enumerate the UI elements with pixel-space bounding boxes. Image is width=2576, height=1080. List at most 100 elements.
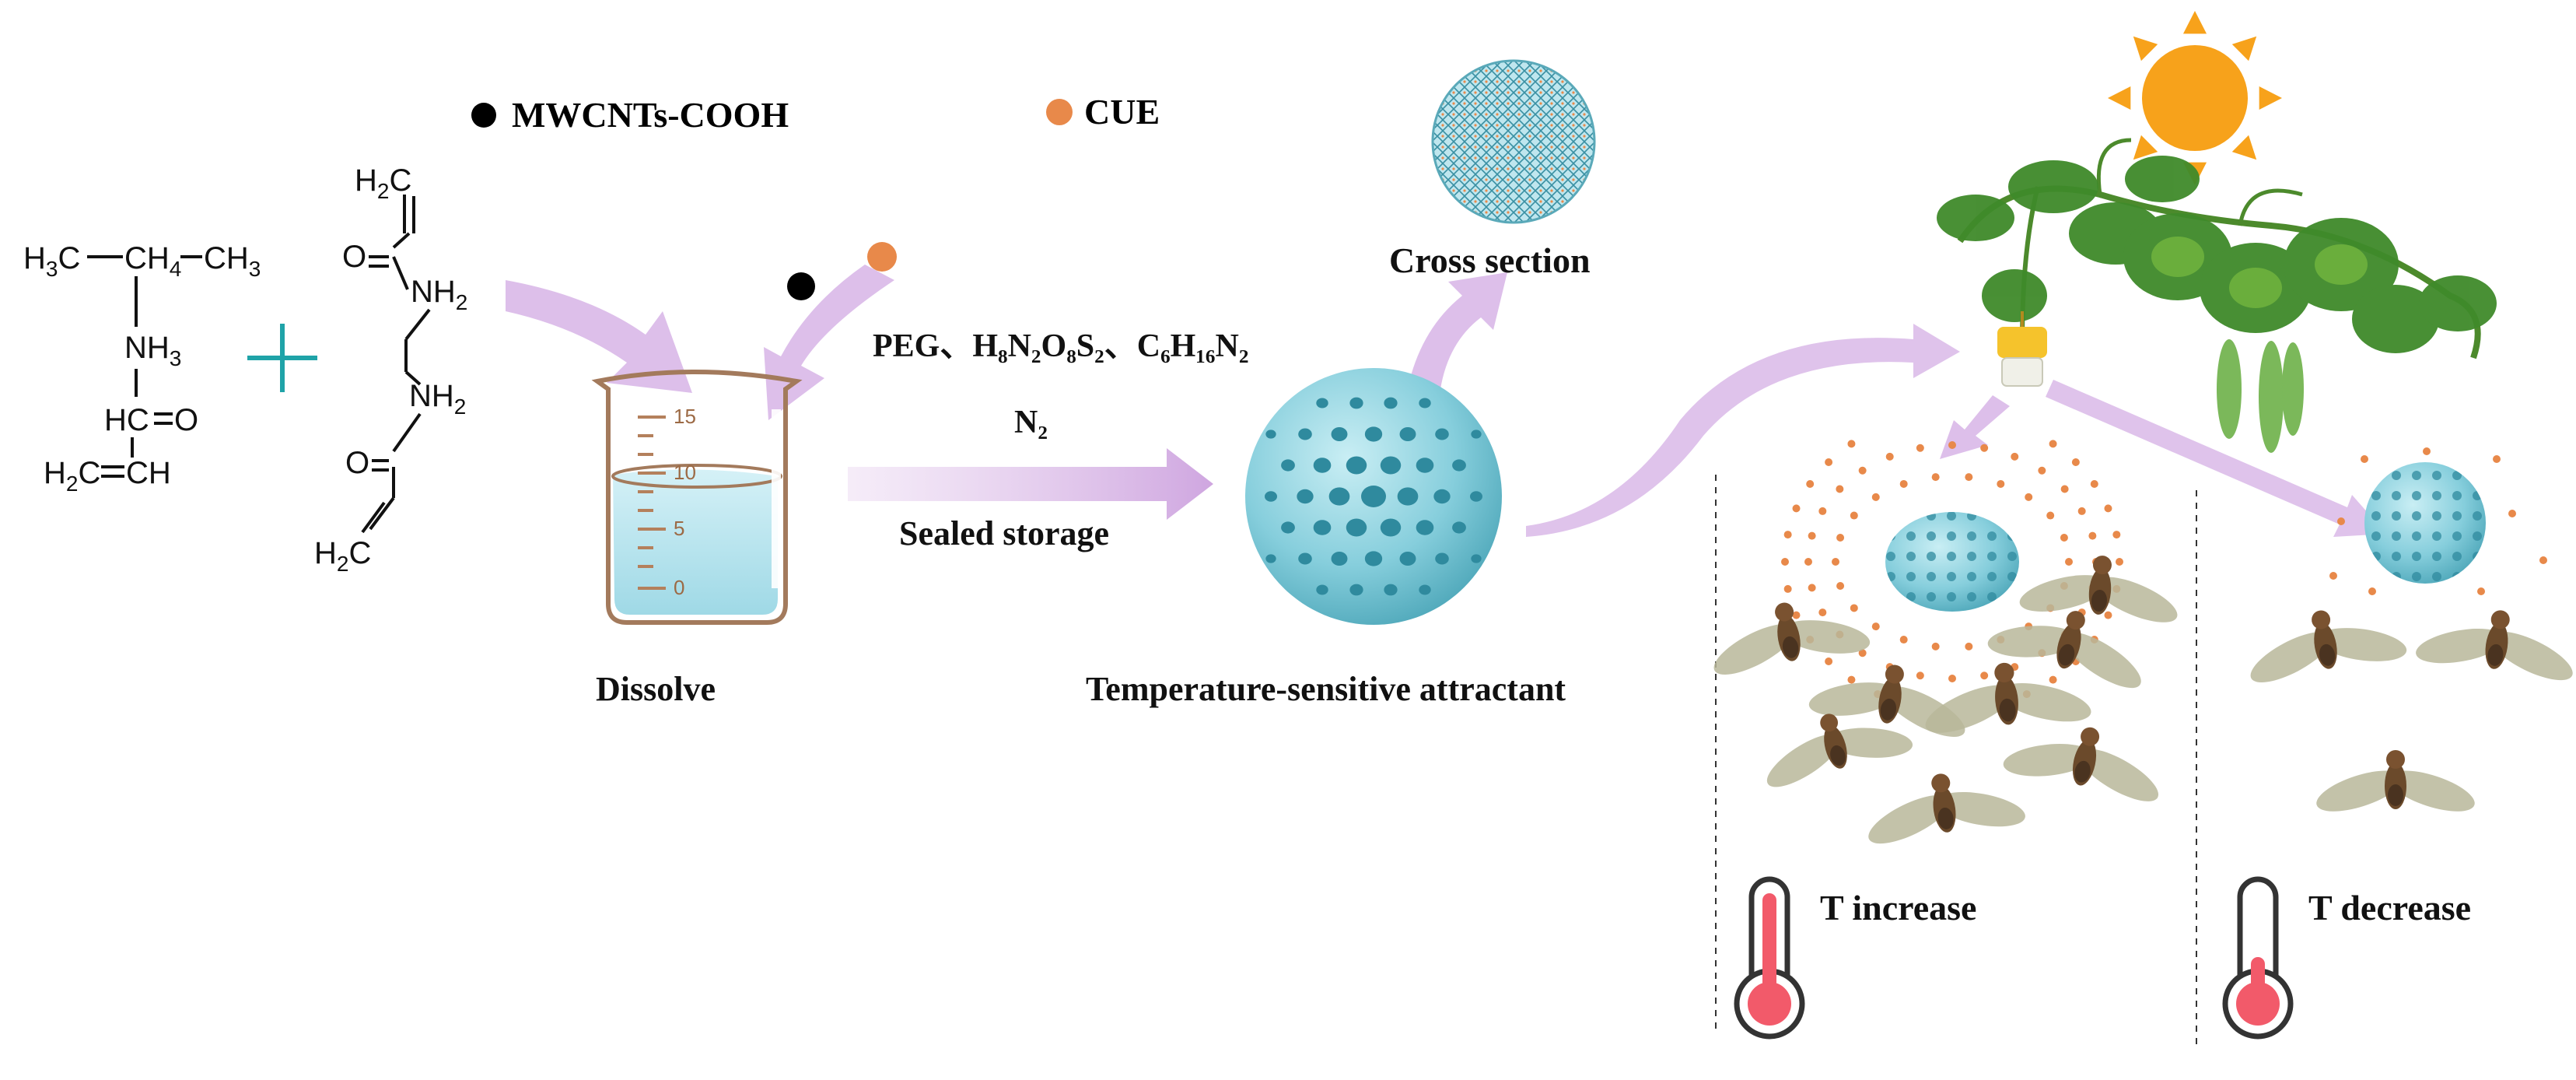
sphere-pore — [1399, 426, 1416, 442]
sphere-pore — [1384, 397, 1398, 409]
cue-dot — [1847, 440, 1856, 448]
sphere-pore — [1384, 584, 1398, 596]
sphere-pore — [1265, 430, 1276, 439]
arrow-to-sphere — [848, 448, 1213, 520]
sun-ray — [2259, 86, 2282, 110]
cue-dot — [1899, 636, 1908, 644]
fruit-fly-icon — [1987, 611, 2141, 689]
beaker-mark-5: 5 — [674, 517, 684, 540]
sun-icon — [2108, 11, 2282, 185]
attractant-label: Temperature-sensitive attractant — [1086, 670, 1566, 708]
mwcnts-dot — [787, 272, 815, 300]
cross-section: Cross section — [1389, 59, 1596, 280]
sphere-pore — [1316, 398, 1328, 409]
beaker-water — [613, 469, 778, 615]
t-increase-panel: T increase — [1713, 440, 2197, 1050]
beaker: 15 10 5 0 Dissolve — [591, 370, 803, 708]
sphere-pore — [1328, 487, 1350, 506]
fruit-fly-icon — [2019, 556, 2178, 622]
beaker-mark-0: 0 — [674, 576, 684, 599]
cue-dot — [1792, 611, 1801, 619]
sphere-pore — [1298, 428, 1312, 440]
sphere-pore — [1346, 456, 1367, 475]
sphere-pores — [1265, 397, 1482, 596]
xl-h2c-bottom: H2C — [314, 536, 371, 576]
cue-dot — [1832, 558, 1839, 566]
mwcnts-legend-label: MWCNTs-COOH — [512, 95, 789, 135]
cue-dot — [1808, 584, 1816, 592]
cue-dot — [1850, 511, 1858, 520]
sphere-pore — [1364, 426, 1383, 442]
small-sphere-decrease — [2364, 462, 2486, 584]
cue-dot — [1948, 441, 1956, 449]
cue-dot — [1836, 485, 1844, 493]
cue-legend-dot — [1046, 99, 1073, 125]
cue-dot — [1916, 444, 1924, 452]
cue-dot — [1818, 507, 1827, 515]
sun-ray — [2108, 86, 2131, 110]
beaker-glass — [591, 370, 803, 625]
sphere-pore — [1452, 459, 1466, 472]
sphere-pore — [1316, 584, 1328, 595]
cue-dot — [1997, 479, 2005, 488]
atmosphere-label: N₂ — [1014, 405, 1048, 440]
xl-o-bottom: O — [345, 446, 369, 480]
sphere-pore — [1297, 489, 1314, 504]
cue-dot — [2049, 440, 2057, 448]
sphere-pore — [1419, 584, 1431, 595]
cue-dot — [1899, 479, 1908, 488]
small-sphere-increase — [1885, 512, 2019, 612]
plant-icon — [1937, 138, 2497, 453]
m1-h3c: H3C — [23, 241, 80, 281]
fruit-fly-icon — [2416, 610, 2573, 681]
mwcnts-legend-dot — [471, 103, 496, 128]
xl-nh2-top: NH2 — [411, 275, 467, 314]
fruit-flies-decrease — [2250, 610, 2573, 812]
plus-sign — [247, 324, 317, 392]
cue-dot — [2329, 572, 2337, 580]
legend: MWCNTs-COOH CUE — [471, 92, 1160, 135]
sphere-pore — [1298, 552, 1312, 565]
cue-dot — [2104, 611, 2112, 619]
m1-nh3: NH3 — [124, 331, 181, 370]
sphere-pore — [1364, 551, 1383, 566]
sphere-pore — [1471, 430, 1482, 439]
cue-dot — [1818, 608, 1827, 617]
cue-dot — [2368, 587, 2376, 595]
arrow-to-trap — [1526, 324, 1960, 537]
cue-dot — [1931, 642, 1940, 650]
cue-dot — [2046, 511, 2055, 520]
cue-dot — [1825, 458, 1833, 466]
reaction-conditions: PEG、H₈N₂O₈S₂、C₆H₁₆N₂ N₂ Sealed storage — [873, 328, 1248, 552]
m1-h2c: H2C — [44, 456, 100, 496]
fruit-fly-icon — [1808, 664, 1965, 737]
cue-dot — [2071, 458, 2080, 466]
t-decrease-panel: T decrease — [2222, 447, 2573, 1040]
xl-o-top: O — [342, 240, 366, 274]
arrow-trap-to-decrease — [2046, 380, 2386, 537]
cue-dot — [1806, 479, 1815, 488]
sphere-pore — [1281, 459, 1295, 472]
sphere-pore — [1433, 489, 1451, 504]
cue-dot — [2337, 517, 2345, 525]
cue-dot — [1858, 649, 1867, 657]
arrow-trap-to-increase — [1940, 395, 2010, 459]
cue-dot — [1781, 558, 1789, 566]
fruit-fly-icon — [1713, 602, 1871, 675]
cross-section-label: Cross section — [1389, 240, 1591, 280]
xl-nh2-bottom: NH2 — [409, 379, 466, 419]
sphere-pore — [1281, 521, 1295, 534]
sealed-storage-label: Sealed storage — [899, 514, 1109, 552]
cue-dot — [2060, 534, 2068, 542]
fruit-fly-icon — [1766, 714, 1913, 787]
cue-dot — [1885, 452, 1894, 461]
sphere-pore — [1265, 554, 1276, 563]
thermometer-cold-icon — [2222, 876, 2294, 1040]
cue-dot — [2049, 675, 2057, 684]
cue-dot — [1808, 531, 1816, 540]
m1-ch: CH — [126, 456, 171, 490]
cue-dot — [2038, 466, 2046, 475]
sphere-pore — [1416, 520, 1434, 535]
cue-dot — [1792, 504, 1801, 513]
